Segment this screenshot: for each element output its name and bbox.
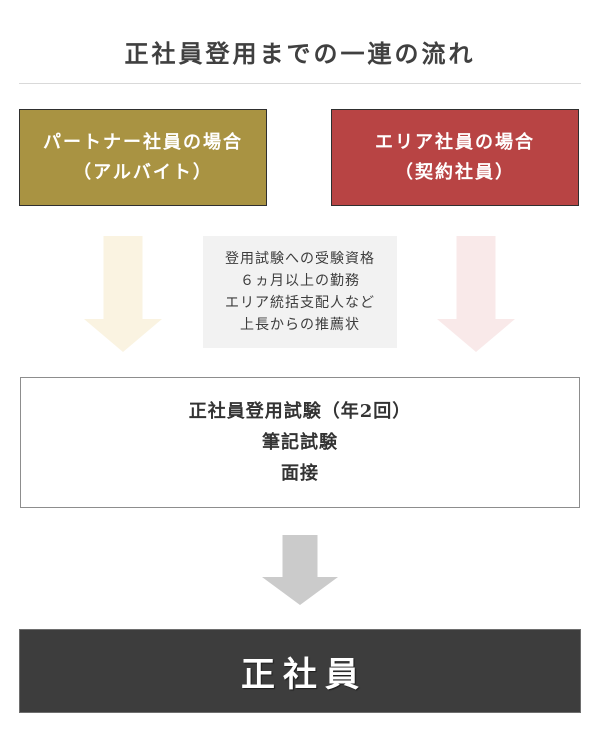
title-divider — [19, 83, 581, 84]
down-arrow-icon-result — [262, 535, 338, 605]
full-time-employee-box: 正社員 — [19, 629, 581, 713]
result-label: 正社員 — [241, 654, 367, 695]
eligibility-line-1: 登用試験への受験資格 — [225, 251, 375, 267]
exam-box: 正社員登用試験（年2回） 筆記試験 面接 — [20, 377, 580, 508]
exam-line-1: 正社員登用試験（年2回） — [188, 401, 412, 422]
down-arrow-shape — [84, 236, 162, 352]
page-title: 正社員登用までの一連の流れ — [124, 39, 476, 68]
partner-box-line-1: パートナー社員の場合 — [43, 131, 243, 153]
down-arrow-icon-area — [437, 236, 515, 352]
eligibility-line-3: エリア統括支配人など — [225, 295, 375, 311]
eligibility-line-2: ６ヵ月以上の勤務 — [240, 273, 360, 289]
exam-line-2: 筆記試験 — [262, 432, 338, 453]
down-arrow-icon-partner — [84, 236, 162, 352]
partner-box-line-2: （アルバイト） — [73, 161, 213, 183]
eligibility-box: 登用試験への受験資格 ６ヵ月以上の勤務 エリア統括支配人など 上長からの推薦状 — [203, 236, 397, 348]
down-arrow-shape — [262, 535, 338, 605]
eligibility-line-4: 上長からの推薦状 — [240, 317, 360, 333]
exam-line-3: 面接 — [281, 463, 319, 484]
area-box-line-2: （契約社員） — [395, 161, 515, 183]
area-box-line-1: エリア社員の場合 — [375, 131, 535, 153]
down-arrow-shape — [437, 236, 515, 352]
area-employee-box: エリア社員の場合 （契約社員） — [331, 109, 579, 206]
partner-employee-box: パートナー社員の場合 （アルバイト） — [19, 109, 267, 206]
